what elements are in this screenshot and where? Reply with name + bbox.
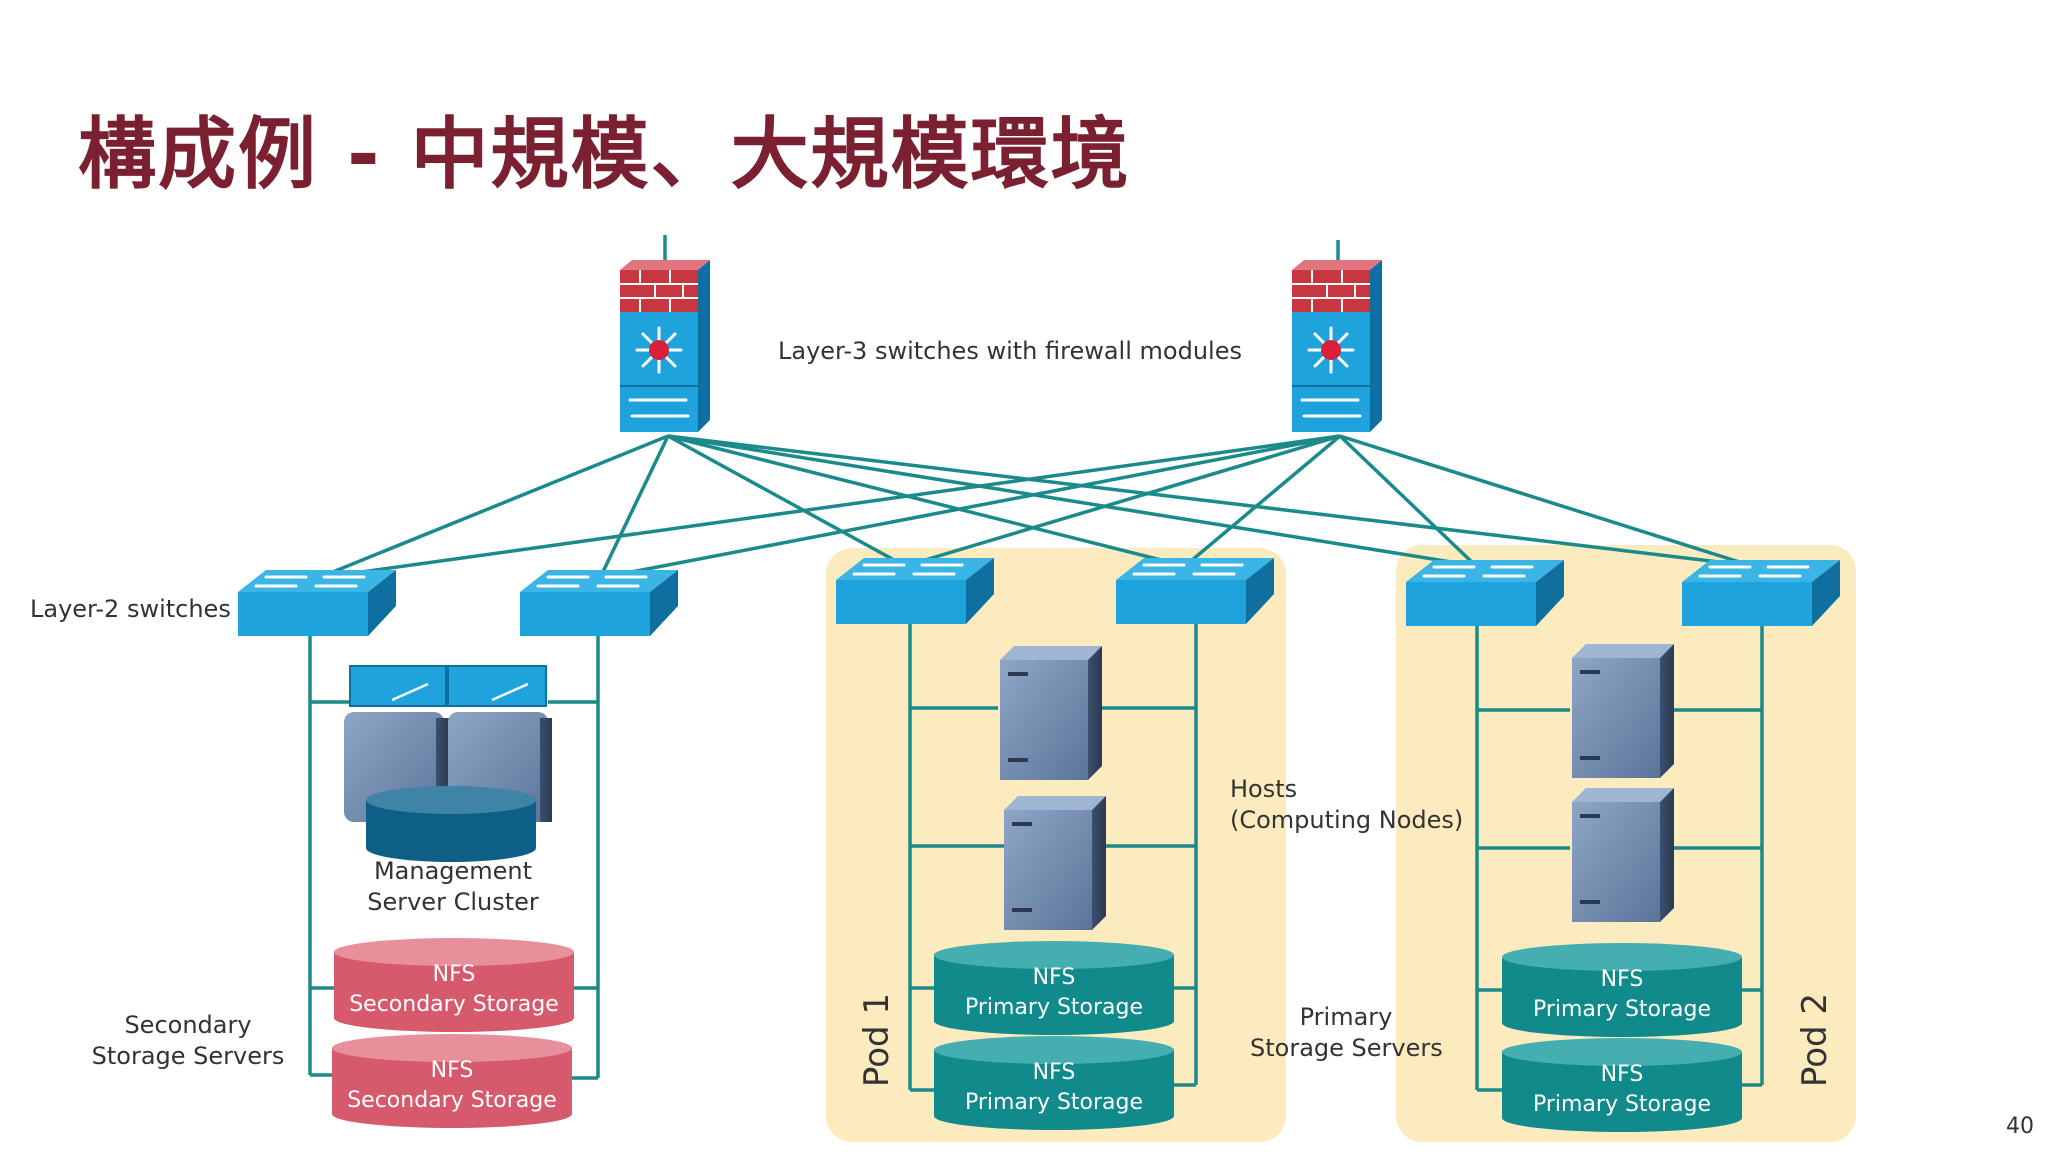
secondary-storage-1-text: NFS Secondary Storage — [334, 960, 574, 1020]
management-cluster-label: Management Server Cluster — [350, 856, 556, 918]
management-server-cluster-icon — [344, 665, 552, 862]
storage-cylinder-icon — [934, 941, 1174, 1035]
hosts-label: Hosts (Computing Nodes) — [1230, 774, 1463, 836]
pod2-primary-storage-1-text: NFS Primary Storage — [1502, 965, 1742, 1025]
secondary-storage-servers-label: Secondary Storage Servers — [88, 1010, 288, 1072]
storage-type: NFS — [1600, 1062, 1644, 1087]
cluster-switch-icon — [447, 665, 547, 707]
storage-type: NFS — [430, 1058, 474, 1083]
layer3-switch-firewall-icon — [1292, 260, 1382, 432]
storage-type: NFS — [1032, 1060, 1076, 1085]
storage-role: Primary Storage — [1532, 1092, 1712, 1117]
layer2-label: Layer-2 switches — [30, 595, 231, 623]
layer2-switch-icon — [238, 570, 396, 636]
storage-type: NFS — [1600, 967, 1644, 992]
layer2-switch-icon — [1116, 558, 1274, 624]
pod1-primary-storage-1-text: NFS Primary Storage — [934, 963, 1174, 1023]
secondary-label-line1: Secondary — [124, 1011, 252, 1039]
cluster-switch-icon — [349, 665, 447, 707]
management-label-line1: Management — [373, 857, 533, 885]
storage-role: Primary Storage — [964, 1090, 1144, 1115]
layer2-switch-icon — [1406, 560, 1564, 626]
server-icon — [1000, 646, 1102, 780]
hosts-label-line1: Hosts — [1230, 775, 1298, 803]
page-number: 40 — [2006, 1114, 2034, 1139]
layer2-switch-icon — [520, 570, 678, 636]
management-wiring — [308, 632, 600, 1080]
pod1-primary-storage-2-text: NFS Primary Storage — [934, 1058, 1174, 1118]
primary-label-line1: Primary — [1299, 1003, 1393, 1031]
management-label-line2: Server Cluster — [367, 888, 539, 916]
pod2-primary-storage-2-text: NFS Primary Storage — [1502, 1060, 1742, 1120]
primary-label-line2: Storage Servers — [1250, 1034, 1443, 1062]
server-icon — [1572, 788, 1674, 922]
storage-cylinder-icon — [332, 1034, 572, 1128]
storage-type: NFS — [432, 962, 476, 987]
layer3-label: Layer-3 switches with firewall modules — [778, 337, 1242, 365]
primary-storage-servers-label: Primary Storage Servers — [1250, 1002, 1443, 1064]
uplink-lines — [317, 235, 1753, 580]
storage-cylinder-icon — [1502, 943, 1742, 1037]
storage-type: NFS — [1032, 965, 1076, 990]
hosts-label-line2: (Computing Nodes) — [1230, 806, 1464, 834]
pod2-wiring — [1475, 620, 1764, 1092]
layer2-switch-icon — [836, 558, 994, 624]
secondary-storage-2-text: NFS Secondary Storage — [332, 1056, 572, 1116]
secondary-label-line2: Storage Servers — [91, 1042, 285, 1070]
server-icon — [1572, 644, 1674, 778]
storage-cylinder-icon — [934, 1036, 1174, 1130]
pod1-label: Pod 1 — [857, 992, 897, 1088]
server-icon — [1004, 796, 1106, 930]
storage-cylinder-icon — [334, 938, 574, 1032]
pod1-wiring — [908, 620, 1198, 1092]
pod2-label: Pod 2 — [1795, 992, 1835, 1088]
storage-role: Secondary Storage — [349, 992, 559, 1017]
layer2-switch-icon — [1682, 560, 1840, 626]
storage-role: Secondary Storage — [347, 1088, 557, 1113]
page-title: 構成例 - 中規模、大規模環境 — [78, 110, 1131, 200]
storage-cylinder-icon — [1502, 1038, 1742, 1132]
storage-role: Primary Storage — [1532, 997, 1712, 1022]
layer3-switch-firewall-icon — [620, 260, 710, 432]
storage-role: Primary Storage — [964, 995, 1144, 1020]
